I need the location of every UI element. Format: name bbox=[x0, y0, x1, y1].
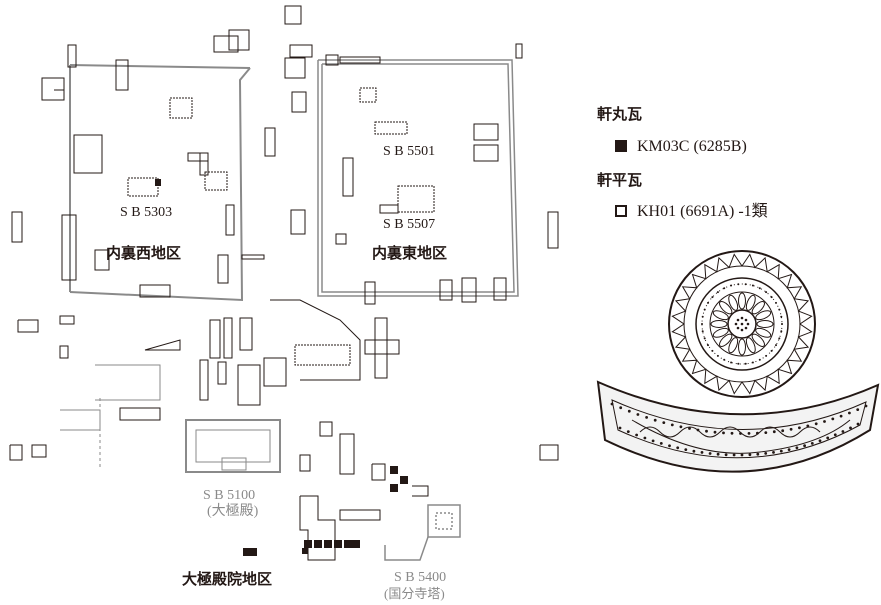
area-east-label: 内裏東地区 bbox=[372, 244, 448, 262]
east-features bbox=[213, 5, 523, 305]
central-features bbox=[119, 299, 400, 421]
label-sb5507: S B 5507 bbox=[383, 217, 436, 232]
area-west-label: 内裏西地区 bbox=[106, 244, 182, 262]
label-sb5501: S B 5501 bbox=[383, 144, 436, 159]
legend-maru-text: KM03C (6285B) bbox=[637, 138, 747, 155]
label-sb5400: S B 5400 bbox=[394, 570, 447, 585]
label-sb5400-sub: (国分寺塔) bbox=[384, 586, 445, 601]
legend-maru-item: KM03C (6285B) bbox=[615, 139, 747, 155]
label-sb5303: S B 5303 bbox=[120, 205, 173, 220]
west-enclosure bbox=[69, 64, 251, 302]
round-eave-tile-drawing bbox=[668, 250, 816, 398]
east-enclosure bbox=[317, 59, 519, 297]
west-outer-features bbox=[9, 211, 559, 470]
legend-hira-title: 軒平瓦 bbox=[597, 171, 643, 189]
label-sb5100-sub: (大極殿) bbox=[207, 504, 259, 519]
legend-hira-item: KH01 (6691A) -1類 bbox=[615, 204, 768, 220]
area-daigoku-label: 大極殿院地区 bbox=[182, 570, 273, 588]
daigoku-hall bbox=[185, 419, 281, 473]
legend-maru-title: 軒丸瓦 bbox=[597, 105, 643, 123]
daigoku-finds bbox=[243, 466, 408, 556]
find-marker bbox=[155, 179, 161, 186]
legend-hira-text: KH01 (6691A) -1類 bbox=[637, 203, 768, 220]
label-sb5100: S B 5100 bbox=[203, 488, 256, 503]
daigoku-features bbox=[299, 421, 429, 561]
filled-square-icon bbox=[615, 140, 627, 152]
west-features bbox=[11, 44, 265, 298]
pagoda bbox=[384, 504, 461, 561]
open-square-icon bbox=[615, 205, 627, 217]
flat-eave-tile-drawing bbox=[596, 380, 880, 473]
